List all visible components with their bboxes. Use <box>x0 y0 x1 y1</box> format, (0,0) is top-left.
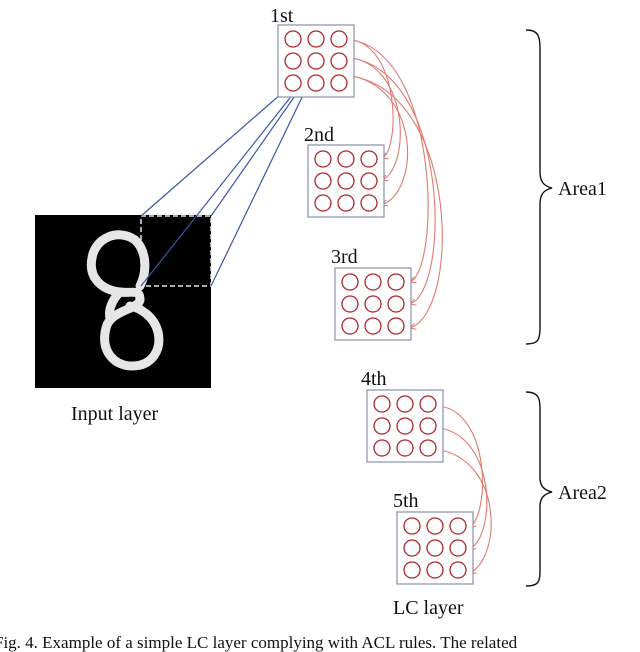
neuron <box>373 417 391 435</box>
neuron-block-3rd <box>334 267 412 341</box>
neuron <box>337 150 355 168</box>
neuron <box>360 194 378 212</box>
neuron <box>396 417 414 435</box>
neuron <box>341 295 359 313</box>
area2-connections <box>439 405 492 573</box>
lc-layer-label: LC layer <box>393 597 464 619</box>
area2-label: Area2 <box>558 482 607 504</box>
neuron <box>307 52 325 70</box>
neuron-block-5th <box>396 511 474 585</box>
neuron <box>314 194 332 212</box>
neuron <box>419 395 437 413</box>
label-4th: 4th <box>361 368 387 390</box>
neuron <box>360 172 378 190</box>
neuron <box>403 539 421 557</box>
neuron-block-frame <box>307 144 385 218</box>
neuron <box>403 561 421 579</box>
neuron <box>387 273 405 291</box>
neuron-block-2nd <box>307 144 385 218</box>
area1-connections <box>351 39 443 328</box>
receptive-field-box <box>140 215 212 287</box>
area1-label: Area1 <box>558 178 607 200</box>
figure-caption: Fig. 4. Example of a simple LC layer com… <box>0 633 518 652</box>
neuron <box>341 273 359 291</box>
neuron <box>387 295 405 313</box>
neuron <box>284 74 302 92</box>
neuron <box>330 52 348 70</box>
neuron <box>396 395 414 413</box>
neuron <box>330 30 348 48</box>
neuron-block-frame <box>366 389 444 463</box>
neuron-block-frame <box>396 511 474 585</box>
input-layer-label: Input layer <box>71 403 159 425</box>
label-5th: 5th <box>393 490 419 512</box>
neuron <box>364 273 382 291</box>
neuron <box>449 561 467 579</box>
neuron-block-frame <box>334 267 412 341</box>
neuron <box>449 539 467 557</box>
neuron <box>337 172 355 190</box>
label-3rd: 3rd <box>331 246 358 268</box>
neuron-block-frame <box>277 24 355 98</box>
neuron <box>419 439 437 457</box>
neuron <box>284 52 302 70</box>
label-1st: 1st <box>270 5 294 27</box>
neuron <box>373 439 391 457</box>
neuron <box>426 539 444 557</box>
neuron <box>364 295 382 313</box>
area1-brace <box>525 29 553 345</box>
neuron <box>337 194 355 212</box>
input-image <box>35 215 212 388</box>
neuron-block-1st <box>277 24 355 98</box>
neuron <box>360 150 378 168</box>
neuron <box>426 561 444 579</box>
neuron <box>449 517 467 535</box>
neuron <box>284 30 302 48</box>
neuron <box>314 172 332 190</box>
neuron <box>373 395 391 413</box>
neuron <box>364 317 382 335</box>
neuron-block-4th <box>366 389 444 463</box>
neuron <box>307 74 325 92</box>
neuron <box>387 317 405 335</box>
neuron <box>341 317 359 335</box>
neuron <box>419 417 437 435</box>
neuron <box>426 517 444 535</box>
neuron <box>314 150 332 168</box>
label-2nd: 2nd <box>304 124 334 146</box>
area2-brace <box>525 391 553 587</box>
neuron <box>307 30 325 48</box>
digit-eight-drawing <box>86 230 164 371</box>
neuron <box>396 439 414 457</box>
neuron <box>330 74 348 92</box>
neuron <box>403 517 421 535</box>
